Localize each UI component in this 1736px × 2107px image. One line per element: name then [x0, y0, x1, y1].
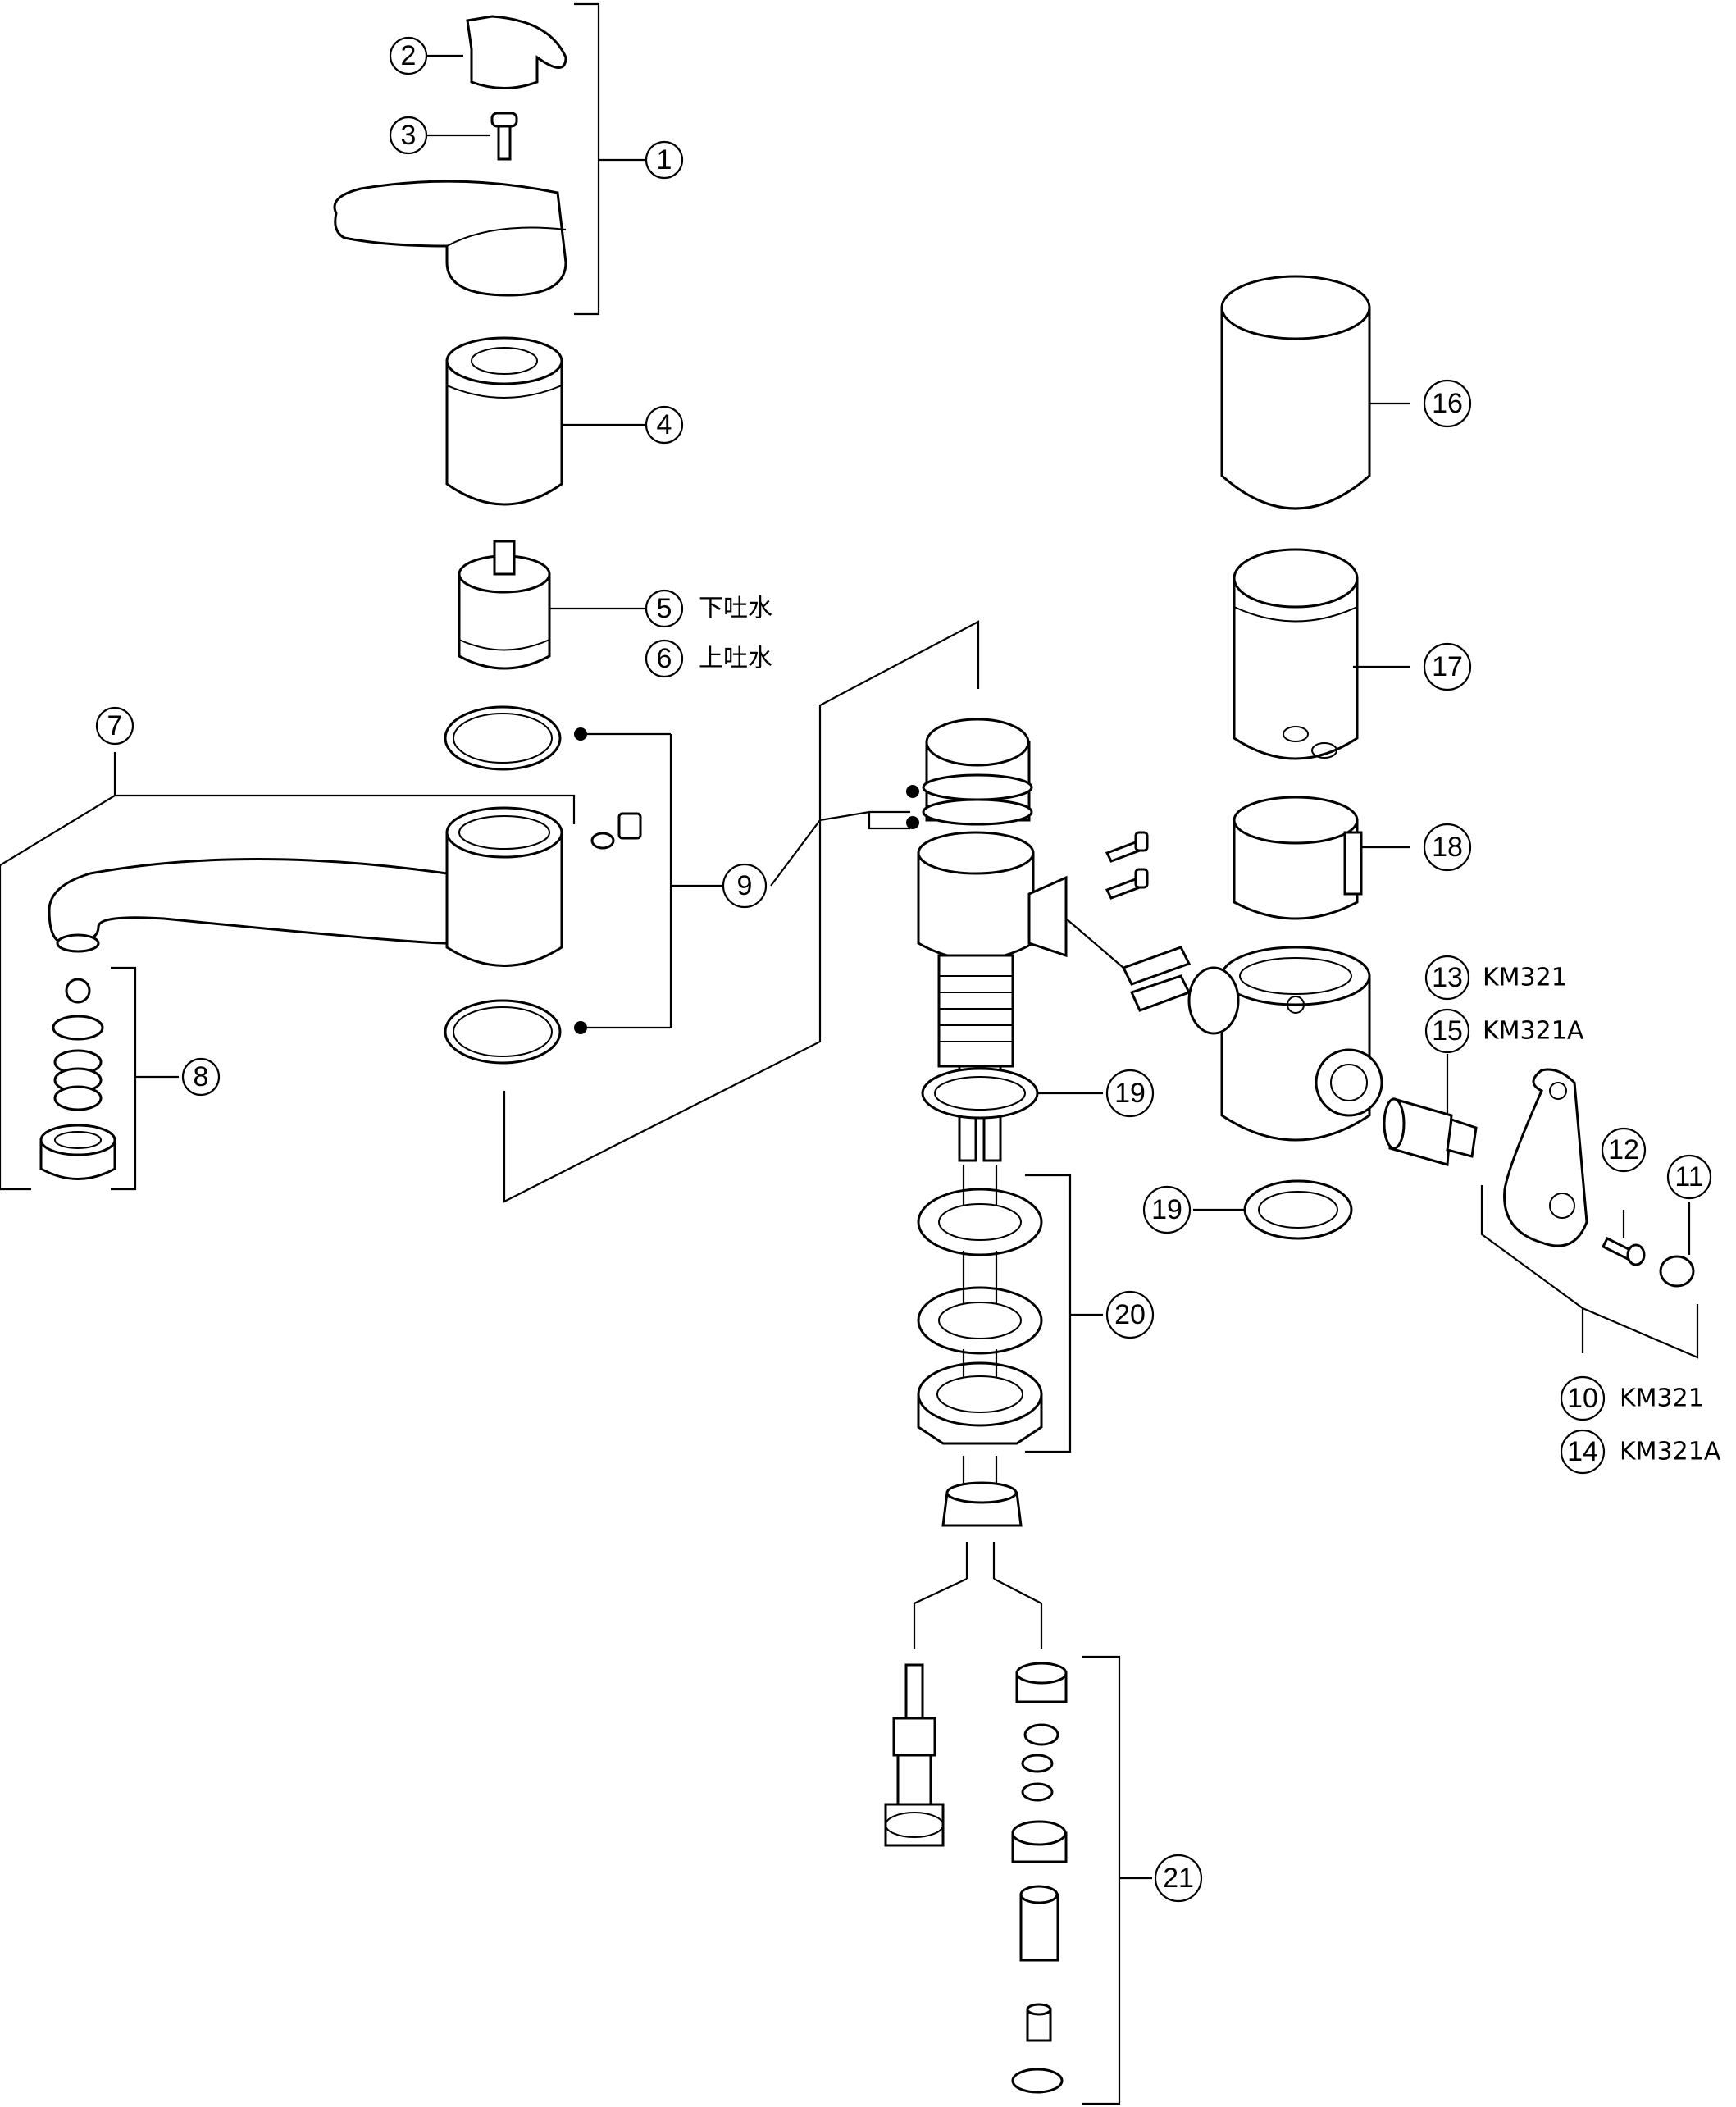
part-screw-cap — [1659, 1255, 1695, 1288]
callout-6: 6 上吐水 — [645, 639, 772, 678]
callout-15: 15 KM321A — [1424, 1008, 1584, 1054]
callout-20: 20 — [1105, 1290, 1155, 1339]
part-spout — [48, 806, 563, 967]
callout-number: 4 — [657, 409, 672, 440]
callout-19-right: 19 — [1142, 1185, 1192, 1234]
callout-number: 15 — [1432, 1015, 1463, 1047]
callout-number: 8 — [194, 1061, 209, 1092]
part-cover-cap — [1220, 275, 1371, 510]
callout-12: 12 — [1601, 1127, 1647, 1173]
part-fitting-adapter — [1383, 1097, 1478, 1166]
part-mounting-set — [917, 1188, 1043, 1445]
callout-label: 下吐水 — [699, 595, 772, 623]
callout-19-left: 19 — [1105, 1069, 1155, 1118]
callout-number: 21 — [1163, 1863, 1194, 1894]
callout-number: 1 — [657, 144, 672, 176]
callout-label: KM321 — [1620, 1384, 1704, 1413]
callout-number: 5 — [657, 593, 672, 624]
part-hose-junction — [941, 1456, 1023, 1527]
part-o-ring-upper — [444, 705, 562, 771]
callout-18: 18 — [1423, 823, 1472, 872]
callout-21: 21 — [1154, 1854, 1203, 1903]
callout-number: 12 — [1608, 1134, 1639, 1165]
leader-dot — [574, 1021, 587, 1034]
callout-label: KM321A — [1483, 1017, 1584, 1046]
part-cartridge — [458, 540, 551, 670]
part-connector-fittings — [1065, 918, 1192, 1012]
callout-number: 2 — [401, 40, 417, 71]
part-washer-19-right — [1243, 1179, 1353, 1240]
part-aerator-set — [39, 978, 116, 1180]
callout-8: 8 — [181, 1057, 221, 1097]
callout-label: KM321 — [1483, 964, 1567, 992]
part-lever-screw — [1601, 1236, 1646, 1266]
callout-14: 14 KM321A — [1560, 1429, 1721, 1475]
part-inner-housing — [1233, 548, 1359, 760]
callout-number: 20 — [1114, 1299, 1146, 1330]
callout-13: 13 KM321 — [1424, 955, 1567, 1001]
callout-number: 7 — [107, 710, 123, 741]
part-clip-band — [1233, 796, 1363, 920]
callout-number: 6 — [657, 643, 672, 674]
part-body-cover — [445, 336, 563, 506]
callout-number: 14 — [1567, 1436, 1598, 1467]
callout-10: 10 KM321 — [1560, 1375, 1704, 1421]
callout-number: 3 — [401, 120, 417, 151]
callout-number: 19 — [1151, 1194, 1182, 1225]
callout-label: 上吐水 — [699, 645, 772, 673]
callout-17: 17 — [1423, 642, 1472, 691]
part-body-screws — [1105, 831, 1149, 900]
callout-11: 11 — [1666, 1154, 1712, 1200]
callout-label: KM321A — [1620, 1438, 1721, 1466]
part-washer-19-left — [921, 1067, 1039, 1120]
callout-number: 10 — [1567, 1383, 1598, 1414]
part-diverter-lever — [1503, 1068, 1588, 1247]
callout-number: 16 — [1432, 388, 1463, 419]
part-diverter-body — [1187, 946, 1383, 1142]
part-handle-cap — [466, 15, 567, 89]
leader-lines — [0, 2, 1699, 2105]
callout-1: 1 — [645, 140, 684, 180]
part-o-ring-lower — [444, 999, 562, 1065]
callout-number: 17 — [1432, 651, 1463, 682]
leader-dot — [906, 785, 919, 798]
callout-number: 13 — [1432, 962, 1463, 993]
callout-16: 16 — [1423, 379, 1472, 428]
callout-2: 2 — [389, 36, 428, 75]
callout-number: 9 — [737, 870, 753, 901]
callout-9: 9 — [722, 863, 768, 909]
callout-number: 11 — [1674, 1161, 1703, 1193]
callout-number: 19 — [1114, 1078, 1146, 1109]
callout-7: 7 — [95, 706, 134, 746]
callout-4: 4 — [645, 405, 684, 445]
part-supply-kit — [1011, 1662, 1068, 2094]
callout-3: 3 — [389, 116, 428, 155]
callout-number: 18 — [1432, 832, 1463, 863]
leader-dot — [906, 816, 919, 829]
leader-dot — [574, 727, 587, 741]
callout-5: 5 下吐水 — [645, 589, 772, 628]
part-lever-handle — [333, 180, 567, 297]
part-handle-screw — [490, 112, 518, 161]
part-spout-set-screw — [590, 812, 642, 850]
part-supply-pipe — [884, 1663, 945, 1847]
